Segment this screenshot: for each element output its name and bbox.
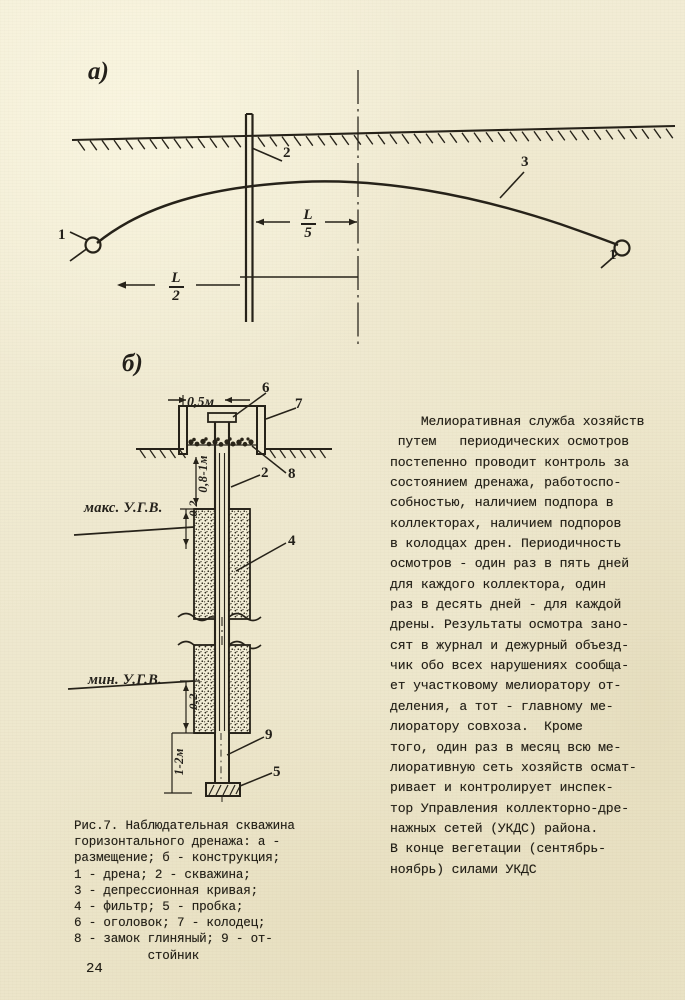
min-groundwater-line [67, 680, 195, 690]
dimension-l-over-2 [117, 276, 358, 289]
dimension-above-max-gw-label: 0,2 [186, 500, 200, 517]
callout-borehole-a: 2 [283, 145, 291, 161]
l5-numerator: L [303, 207, 313, 223]
dimension-above-max-gw [180, 508, 200, 549]
callout-clay-seal-b: 8 [288, 466, 296, 482]
l5-fraction-bar [300, 223, 316, 225]
callout-filter-b: 4 [288, 533, 296, 549]
dimension-l-over-2-label: L 2 [166, 271, 186, 303]
callout-depression-curve-a: 3 [521, 154, 529, 170]
sump-9 [214, 733, 230, 783]
max-groundwater-label: макс. У.Г.В. [84, 500, 163, 516]
callout-well-pit-b: 7 [295, 396, 303, 412]
head-cap-6 [207, 412, 237, 431]
l2-fraction-bar [168, 286, 184, 288]
dimension-width-top-label: 0,5м [187, 395, 215, 410]
page-number: 24 [86, 961, 103, 977]
callout-drain-right-a: 1 [609, 247, 617, 263]
figure-caption: Рис.7. Наблюдательная скважина горизонта… [74, 819, 295, 963]
borehole-pipe-2 [213, 422, 231, 733]
dimension-l-over-5 [256, 218, 357, 226]
l2-denominator: 2 [172, 287, 180, 304]
clay-seal-8 [187, 437, 257, 447]
break-line-upper [177, 612, 262, 622]
dimension-l-over-5-label: L 5 [298, 208, 318, 240]
ground-surface-b [136, 448, 332, 459]
dimension-below-min-gw-label: 0,2 [186, 693, 200, 710]
body-text-column: Мелиоративная служба хозяйств путем пери… [390, 414, 645, 877]
callout-sump-b: 9 [265, 727, 273, 743]
min-groundwater-label: мин. У.Г.В. [88, 672, 162, 688]
callout-borehole-pipe-b: 2 [261, 465, 269, 481]
l5-denominator: 5 [304, 224, 312, 241]
figure-b-construction-diagram [60, 345, 380, 815]
leaders-b [226, 392, 297, 787]
panel-label-a: а) [88, 58, 109, 85]
dimension-head-depth-label: 0,8-1м [196, 455, 210, 493]
callout-head-b: 6 [262, 380, 270, 396]
panel-label-b: б) [122, 350, 143, 377]
ground-surface-a [71, 124, 676, 151]
figure-a-svg [69, 70, 676, 348]
depression-curve-a [96, 180, 619, 247]
drain-marker-right [600, 239, 631, 269]
dimension-sump-length [164, 733, 192, 794]
drain-marker-left [69, 231, 102, 262]
dimension-below-min-gw [172, 680, 200, 734]
max-groundwater-line [73, 526, 195, 536]
dimension-width-top [168, 395, 250, 407]
leader-depression-a [499, 171, 525, 199]
callout-drain-left-a: 1 [58, 227, 66, 243]
filter-lower-4 [193, 644, 251, 734]
filter-upper-4 [193, 508, 251, 620]
figure-b-svg [67, 392, 332, 806]
l2-numerator: L [171, 270, 181, 286]
dimension-sump-length-label: 1-2м [172, 748, 186, 776]
dimension-head-depth [193, 457, 199, 505]
callout-plug-b: 5 [273, 764, 281, 780]
borehole-casing-a [244, 113, 254, 322]
figure-a-layout-diagram [0, 0, 685, 350]
plug-5 [205, 782, 241, 806]
leader-borehole-a [251, 147, 283, 162]
